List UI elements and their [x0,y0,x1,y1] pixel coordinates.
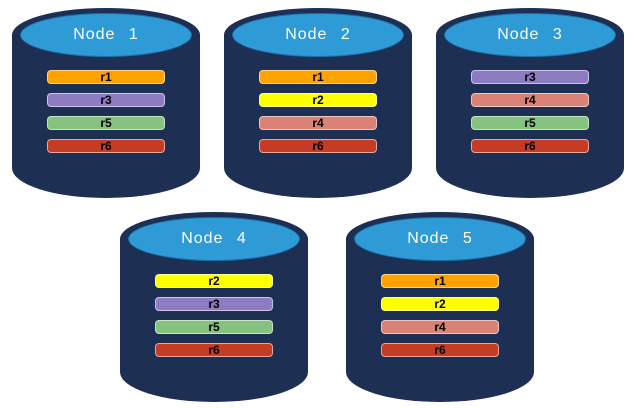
replica-label: r5 [100,116,112,130]
replica-label: r4 [312,116,324,130]
replica-bar: r4 [471,93,589,107]
replica-bar: r4 [381,320,499,334]
replica-label: r1 [434,274,446,288]
replica-list: r1 r2 r4 r6 [224,70,412,153]
replica-bar: r1 [259,70,377,84]
replica-label: r6 [434,343,446,357]
cylinder-top-face: Node 2 [232,13,404,57]
cylinder-top-face: Node 4 [128,217,300,261]
node-title: Node 4 [181,230,247,247]
replica-bar: r4 [259,116,377,130]
replica-bar: r2 [155,274,273,288]
replica-label: r1 [100,70,112,84]
node-cylinder-2: Node 2 r1 r2 r4 r6 [224,8,412,198]
cylinder-top-face: Node 5 [354,217,526,261]
replica-label: r6 [100,139,112,153]
node-cylinder-5: Node 5 r1 r2 r4 r6 [346,212,534,402]
replica-label: r2 [434,297,446,311]
replica-label: r3 [208,297,220,311]
replica-label: r5 [208,320,220,334]
replica-label: r4 [524,93,536,107]
replica-bar: r3 [155,297,273,311]
node-title: Node 5 [407,230,473,247]
replica-label: r1 [312,70,324,84]
replica-label: r4 [434,320,446,334]
replica-bar: r6 [47,139,165,153]
node-cylinder-3: Node 3 r3 r4 r5 r6 [436,8,624,198]
replica-list: r3 r4 r5 r6 [436,70,624,153]
node-cylinder-4: Node 4 r2 r3 r5 r6 [120,212,308,402]
cylinder-top-face: Node 1 [20,13,192,57]
node-cylinder-1: Node 1 r1 r3 r5 r6 [12,8,200,198]
replica-label: r3 [100,93,112,107]
replica-label: r2 [208,274,220,288]
replica-bar: r2 [381,297,499,311]
replica-bar: r6 [471,139,589,153]
replica-list: r1 r3 r5 r6 [12,70,200,153]
node-title: Node 3 [497,26,563,43]
replica-bar: r5 [155,320,273,334]
replica-label: r3 [524,70,536,84]
replica-list: r2 r3 r5 r6 [120,274,308,357]
replica-bar: r3 [47,93,165,107]
replica-list: r1 r2 r4 r6 [346,274,534,357]
replica-bar: r1 [381,274,499,288]
replica-bar: r6 [259,139,377,153]
replica-bar: r5 [471,116,589,130]
node-title: Node 2 [285,26,351,43]
replica-label: r6 [312,139,324,153]
cylinder-top-face: Node 3 [444,13,616,57]
replica-label: r6 [208,343,220,357]
replica-label: r6 [524,139,536,153]
node-title: Node 1 [73,26,139,43]
replica-label: r5 [524,116,536,130]
replica-label: r2 [312,93,324,107]
replica-bar: r3 [471,70,589,84]
replica-bar: r5 [47,116,165,130]
replica-bar: r6 [381,343,499,357]
replica-bar: r6 [155,343,273,357]
replica-bar: r1 [47,70,165,84]
replica-bar: r2 [259,93,377,107]
